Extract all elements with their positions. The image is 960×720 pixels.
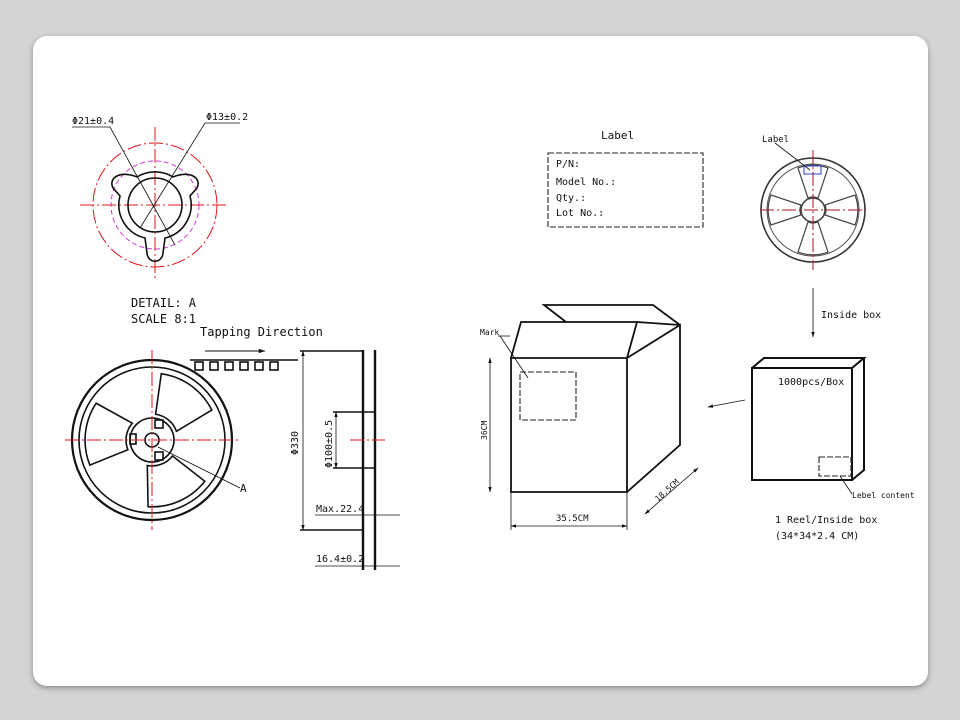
label-line-pn: P/N: (556, 159, 580, 170)
inside-caption-1: 1 Reel/Inside box (775, 515, 877, 526)
label-title: Label (601, 129, 634, 142)
dia-100-label: Φ100±0.5 (324, 420, 335, 468)
mark-label: Mark (480, 328, 499, 337)
reel-front-view: Tapping Direction A (61, 325, 323, 530)
outer-box-view: Mark 36CM 35.5CM 18.5CM (480, 304, 699, 530)
carrier-tape (190, 359, 298, 371)
width-label: 16.4±0.2 (316, 554, 364, 565)
tapping-direction-label: Tapping Direction (200, 325, 323, 339)
detail-a-view: Φ21±0.4 Φ13±0.2 DETAIL: A SCALE 8:1 (72, 112, 248, 326)
dia-inner-label: Φ13±0.2 (206, 112, 248, 123)
inside-box-qty: 1000pcs/Box (778, 377, 844, 388)
label-line-lot: Lot No.: (556, 208, 604, 219)
max-width-label: Max.22.4 (316, 504, 364, 515)
detail-scale: SCALE 8:1 (131, 312, 196, 326)
reel-side-view: Φ330 Φ100±0.5 Max.22.4 16.4±0.2 (290, 350, 400, 570)
inside-box-arrow-label: Inside box (821, 310, 881, 321)
slide-card (33, 36, 928, 686)
label-line-qty: Qty.: (556, 193, 586, 204)
small-reel-view: Label (760, 135, 866, 270)
small-reel-label: Label (762, 135, 789, 145)
box-width-label: 35.5CM (556, 514, 589, 524)
box-height-label: 36CM (480, 421, 489, 440)
box-depth-label: 18.5CM (653, 477, 681, 503)
inside-box-view: Inside box 1000pcs/Box Lebel content 1 R… (707, 288, 915, 542)
detail-title: DETAIL: A (131, 296, 197, 310)
dia-330-label: Φ330 (290, 431, 301, 455)
inside-caption-2: (34*34*2.4 CM) (775, 531, 859, 542)
label-line-model: Model No.: (556, 177, 616, 188)
label-template: Label P/N: Model No.: Qty.: Lot No.: (547, 129, 704, 228)
detail-callout-a: A (240, 482, 247, 495)
dia-outer-label: Φ21±0.4 (72, 116, 114, 127)
label-content-text: Lebel content (852, 491, 915, 500)
